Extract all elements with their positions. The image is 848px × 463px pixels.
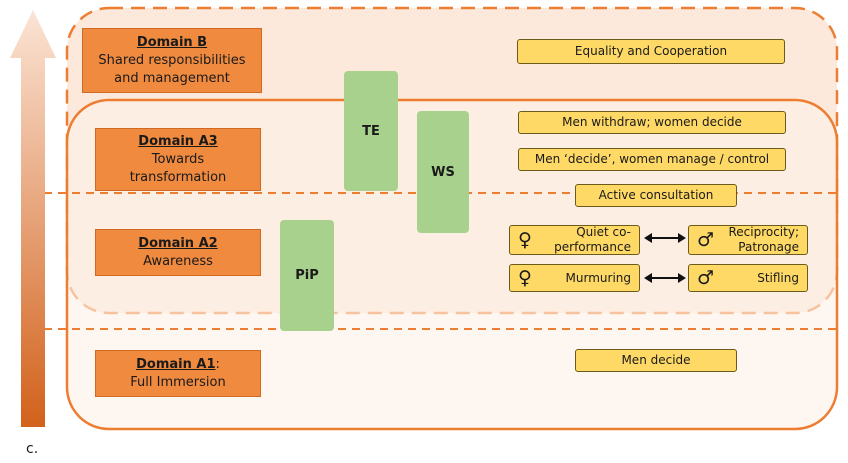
reciprocity-patronage-box: ♂ Reciprocity;Patronage (688, 225, 808, 255)
domain-a3-title: Domain A3 (138, 133, 218, 149)
domain-a3-line2: transformation (129, 169, 227, 185)
male-icon: ♂ (697, 228, 715, 251)
stifling-label: Stifling (757, 270, 799, 285)
murmuring-box: ♀ Murmuring (509, 264, 640, 292)
men-decide-women-manage-box: Men ‘decide’, women manage / control (518, 148, 786, 171)
quiet-coperformance-box: ♀ Quiet co-performance (509, 225, 640, 255)
men-withdraw-box: Men withdraw; women decide (518, 111, 786, 134)
figure-caption: c. (26, 441, 39, 457)
domain-a1-suffix: : (215, 356, 220, 372)
domain-a2-title: Domain A2 (138, 235, 218, 251)
stifling-box: ♂ Stifling (688, 264, 808, 292)
quiet-coperformance-line2: performance (554, 240, 631, 254)
domain-b-line2: and management (114, 70, 230, 86)
active-consultation-box: Active consultation (575, 184, 737, 207)
reciprocity-line1: Reciprocity; (728, 225, 799, 239)
female-icon: ♀ (518, 266, 532, 289)
domain-a3-box: Domain A3 Towards transformation (95, 128, 261, 191)
progress-arrow (10, 10, 56, 427)
ws-bar: WS (417, 111, 469, 233)
male-icon: ♂ (697, 266, 715, 289)
te-bar: TE (344, 71, 398, 191)
quiet-coperformance-line1: Quiet co- (576, 225, 631, 239)
domain-b-title: Domain B (136, 34, 208, 50)
domain-a3-line1: Towards (151, 151, 205, 167)
reciprocity-line2: Patronage (738, 240, 799, 254)
female-icon: ♀ (518, 228, 532, 251)
men-decide-box: Men decide (575, 349, 737, 372)
domain-b-box: Domain B Shared responsibilities and man… (82, 28, 262, 93)
murmuring-label: Murmuring (565, 270, 631, 285)
domain-b-line1: Shared responsibilities (98, 52, 246, 68)
domain-a2-box: Domain A2 Awareness (95, 229, 261, 276)
domain-a1-line1: Full Immersion (130, 374, 226, 390)
equality-cooperation-box: Equality and Cooperation (517, 39, 785, 64)
domain-a1-title: Domain A1 (136, 356, 216, 372)
double-arrow-icon (644, 233, 686, 243)
double-arrow-icon (644, 273, 686, 283)
domain-a1-box: Domain A1: Full Immersion (95, 350, 261, 397)
domain-a2-line1: Awareness (143, 253, 213, 269)
pip-bar: PiP (280, 220, 334, 331)
